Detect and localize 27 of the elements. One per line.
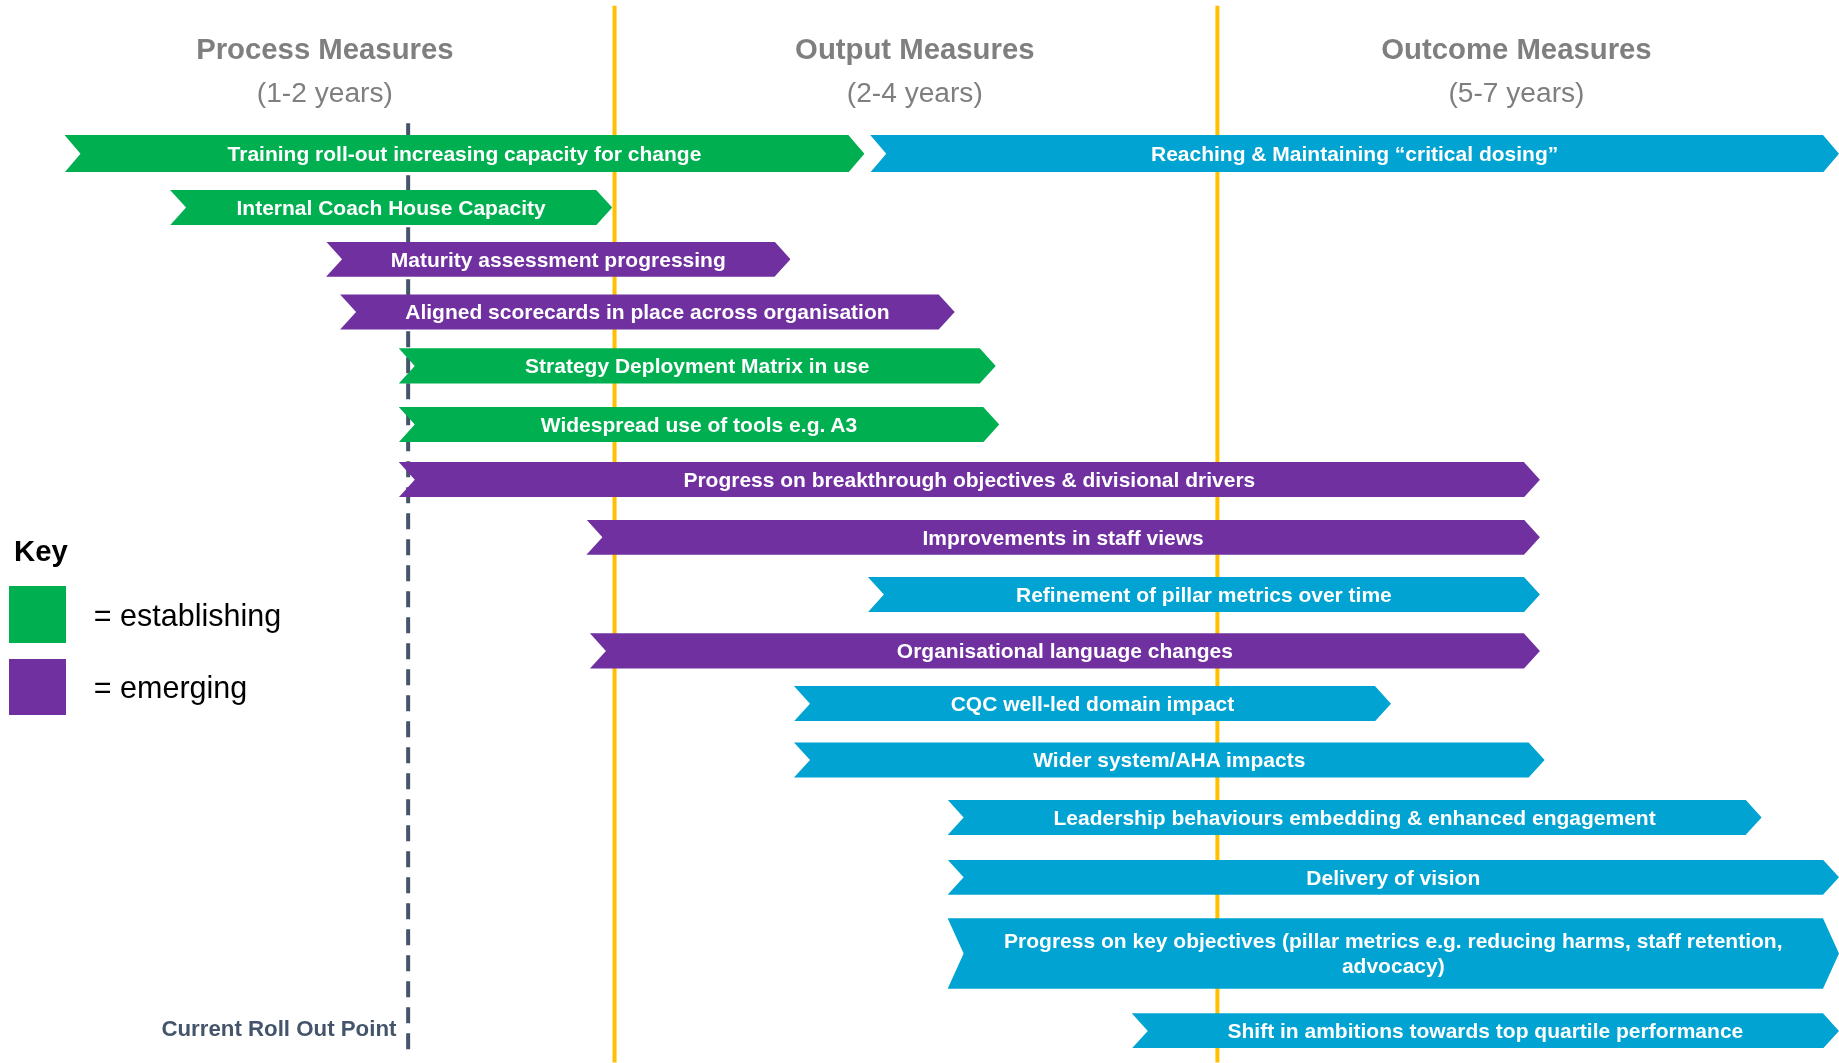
chevron-bar: Delivery of vision [947, 859, 1839, 895]
chevron-bar: Organisational language changes [589, 633, 1540, 669]
chevron-bar: Maturity assessment progressing [326, 241, 791, 277]
chevron-bar: Shift in ambitions towards top quartile performance [1131, 1013, 1839, 1049]
chevron-bar: Progress on key objectives (pillar metrics e.g. reducing harms, staff retention, advocacy) [947, 918, 1839, 989]
chevron-bar: Progress on breakthrough objectives & divisional drivers [398, 462, 1540, 498]
chevron-bar: Internal Coach House Capacity [170, 190, 613, 226]
column-heading: Outcome Measures [1381, 32, 1652, 67]
legend-text: = establishing [93, 597, 282, 633]
column-heading: Process Measures [196, 32, 454, 67]
marker-label: Current Roll Out Point [161, 1015, 397, 1042]
key-heading: Key [14, 534, 68, 569]
chevron-bar: Strategy Deployment Matrix in use [398, 348, 996, 384]
period-label: (1-2 years) [256, 76, 393, 109]
column-heading: Output Measures [795, 32, 1035, 67]
legend-text: = emerging [93, 669, 248, 705]
period-label: (2-4 years) [846, 76, 983, 109]
chevron-bar: Leadership behaviours embedding & enhanced engagement [947, 799, 1762, 836]
chevron-bar: CQC well-led domain impact [794, 686, 1391, 722]
chevron-bar: Reaching & Maintaining “critical dosing” [870, 134, 1839, 173]
chevron-bar: Improvements in staff views [586, 519, 1540, 555]
chevron-bar: Widespread use of tools e.g. A3 [398, 406, 1000, 443]
chevron-bar: Refinement of pillar metrics over time [867, 577, 1540, 613]
chevron-bar: Aligned scorecards in place across organisation [340, 294, 955, 330]
chevron-bar: Wider system/AHA impacts [794, 742, 1545, 778]
period-label: (5-7 years) [1448, 76, 1585, 109]
chevron-bar: Training roll-out increasing capacity for change [64, 134, 865, 173]
